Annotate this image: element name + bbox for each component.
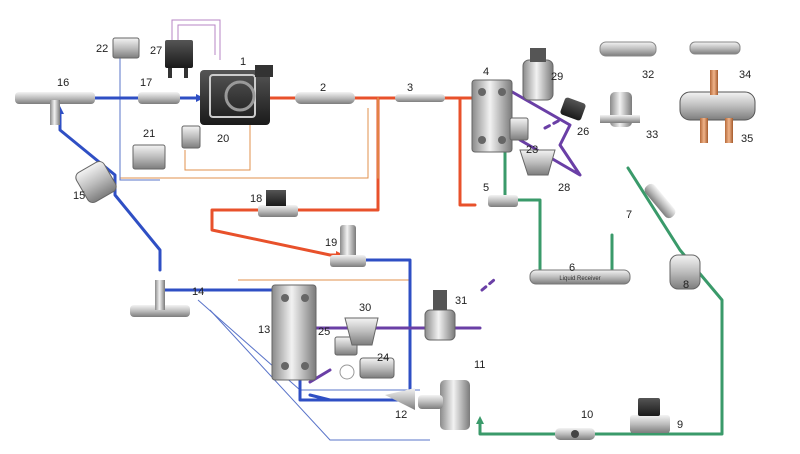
callout-13: 13 bbox=[258, 324, 271, 336]
callout-30: 30 bbox=[359, 302, 372, 314]
callout-18: 18 bbox=[250, 193, 263, 205]
expansion-valve-11 bbox=[418, 380, 470, 430]
callout-9: 9 bbox=[677, 419, 684, 431]
tube-3 bbox=[395, 94, 445, 102]
sight-glass-10 bbox=[555, 428, 595, 440]
water-line-condenser bbox=[498, 83, 582, 177]
pressure-switch-21 bbox=[132, 144, 166, 170]
callout-17: 17 bbox=[140, 77, 153, 89]
vibration-eliminator-32 bbox=[599, 41, 657, 57]
solenoid-valve-18 bbox=[258, 190, 298, 217]
liquid-line-1 bbox=[503, 148, 542, 274]
distributor-12 bbox=[385, 388, 415, 410]
callout-20: 20 bbox=[217, 133, 230, 145]
controller-26 bbox=[560, 97, 586, 121]
callout-23: 23 bbox=[526, 144, 539, 156]
callout-4: 4 bbox=[483, 66, 490, 78]
strainer-30 bbox=[344, 317, 379, 346]
components: Liquid Receiver bbox=[15, 37, 756, 440]
wiring-bundle bbox=[177, 24, 216, 55]
suction-tee-14 bbox=[130, 280, 190, 317]
pipes bbox=[56, 83, 724, 436]
relay-27 bbox=[165, 40, 193, 78]
filter-34 bbox=[689, 41, 741, 55]
callout-5: 5 bbox=[483, 182, 490, 194]
water-dash-bottom bbox=[480, 278, 496, 292]
callout-27: 27 bbox=[150, 45, 163, 57]
discharge-branch-2 bbox=[458, 96, 477, 207]
capillary-lower-b bbox=[209, 309, 430, 441]
filter-drier-8 bbox=[669, 254, 701, 290]
component-24 bbox=[339, 357, 395, 380]
strainer-28 bbox=[519, 149, 556, 176]
water-dash-top bbox=[543, 118, 562, 130]
callout-25: 25 bbox=[318, 326, 331, 338]
callout-14: 14 bbox=[192, 286, 205, 298]
liquid-line-3 bbox=[476, 166, 724, 436]
callout-22: 22 bbox=[96, 43, 109, 55]
condenser-plate-hx-4 bbox=[471, 79, 513, 153]
water-evap-out bbox=[308, 393, 332, 402]
valve-7 bbox=[644, 183, 676, 219]
callout-35: 35 bbox=[741, 133, 754, 145]
callout-10: 10 bbox=[581, 409, 594, 421]
callout-15: 15 bbox=[73, 190, 86, 202]
evaporator-plate-hx-13 bbox=[271, 284, 317, 381]
callout-3: 3 bbox=[407, 82, 414, 94]
tee-5 bbox=[488, 195, 518, 207]
callout-11: 11 bbox=[474, 359, 486, 371]
valve-17 bbox=[138, 92, 180, 104]
liquid-receiver-6: Liquid Receiver bbox=[529, 269, 631, 285]
discharge-branch bbox=[210, 96, 380, 259]
four-way-valve-35 bbox=[679, 70, 756, 143]
suction-filter-15 bbox=[75, 160, 117, 204]
discharge-muffler-2 bbox=[295, 92, 355, 104]
callout-28: 28 bbox=[558, 182, 571, 194]
callout-6: 6 bbox=[569, 262, 576, 274]
receiver-label: Liquid Receiver bbox=[559, 276, 600, 282]
callout-32: 32 bbox=[642, 69, 655, 81]
callout-31: 31 bbox=[455, 295, 468, 307]
water-valve-31 bbox=[424, 290, 456, 341]
valve-19 bbox=[330, 225, 366, 267]
switch-23 bbox=[509, 117, 529, 141]
oil-switch-line bbox=[184, 120, 251, 171]
callout-29: 29 bbox=[551, 71, 564, 83]
solenoid-valve-9 bbox=[630, 398, 670, 433]
callout-7: 7 bbox=[626, 209, 633, 221]
switch-20 bbox=[181, 125, 201, 149]
callout-26: 26 bbox=[577, 126, 590, 138]
water-valve-29 bbox=[522, 48, 554, 101]
callout-19: 19 bbox=[325, 237, 338, 249]
callout-1: 1 bbox=[240, 56, 247, 68]
callout-2: 2 bbox=[320, 82, 327, 94]
callout-16: 16 bbox=[57, 77, 70, 89]
callout-33: 33 bbox=[646, 129, 659, 141]
suction-tee-16 bbox=[15, 92, 95, 125]
callout-8: 8 bbox=[683, 279, 690, 291]
pressure-switch-22 bbox=[112, 37, 140, 59]
compressor-1 bbox=[200, 65, 273, 125]
callout-21: 21 bbox=[143, 128, 156, 140]
callout-24: 24 bbox=[377, 352, 390, 364]
expansion-valve-33 bbox=[600, 92, 640, 127]
callout-12: 12 bbox=[395, 409, 408, 421]
callout-34: 34 bbox=[739, 69, 752, 81]
wiring-bundle-2 bbox=[171, 19, 221, 60]
